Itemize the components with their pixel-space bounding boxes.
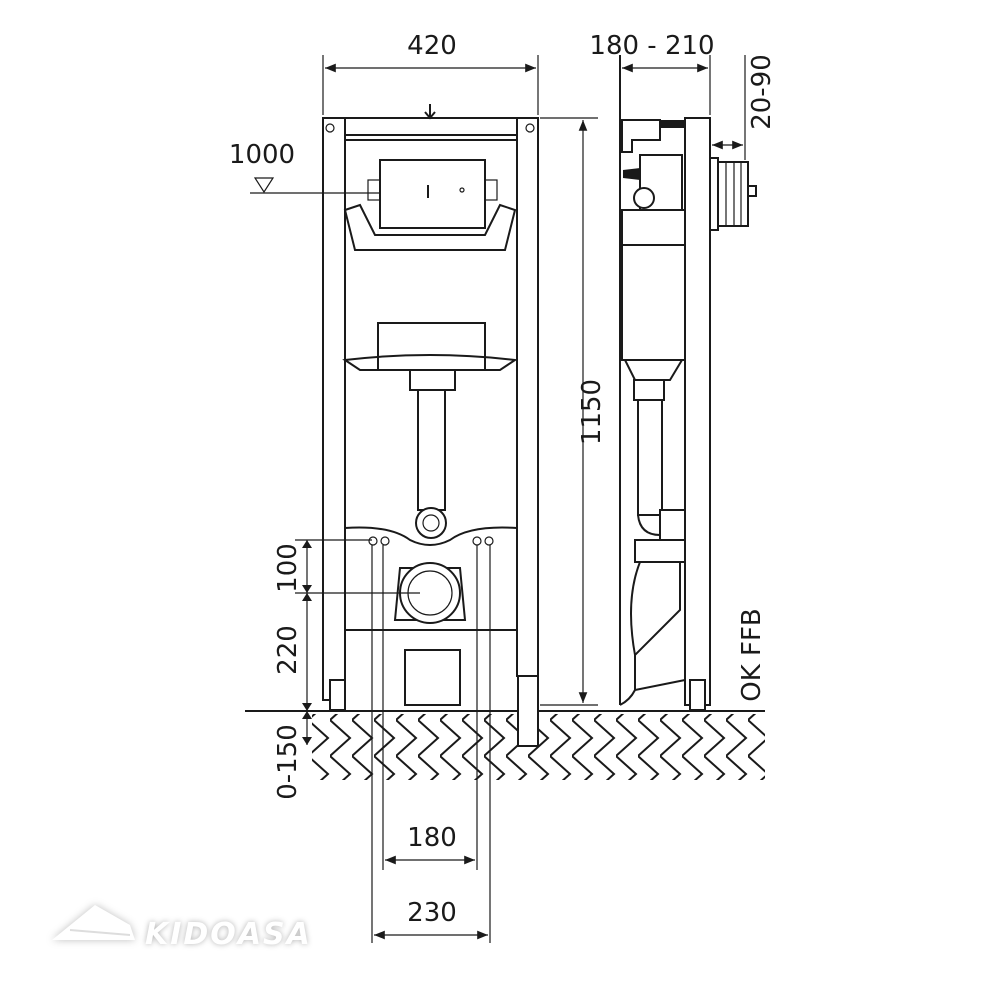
dim-frame-height: 1150: [577, 379, 607, 445]
dim-bolt-inner: 180: [407, 823, 457, 853]
side-dimensions: [622, 55, 746, 160]
kidoasa-logo: [52, 905, 135, 940]
floor: [245, 710, 765, 780]
side-view: [619, 55, 757, 711]
front-dimensions: [250, 55, 598, 943]
dim-actuator-height: 1000: [229, 140, 295, 170]
dim-depth: 180 - 210: [589, 31, 714, 61]
dim-foot-adjust: 0-150: [273, 724, 303, 800]
front-view-frame: [322, 104, 539, 747]
dim-frame-width: 420: [407, 31, 457, 61]
floor-level-label: OK FFB: [737, 608, 767, 702]
dim-wall-offset: 20-90: [747, 54, 777, 130]
dim-bolt-vertical: 100: [273, 543, 303, 593]
flush-box: [379, 159, 486, 229]
dim-bolt-outer: 230: [407, 898, 457, 928]
dim-drain-height: 220: [273, 625, 303, 675]
watermark-text: KIDOASA: [145, 917, 312, 952]
